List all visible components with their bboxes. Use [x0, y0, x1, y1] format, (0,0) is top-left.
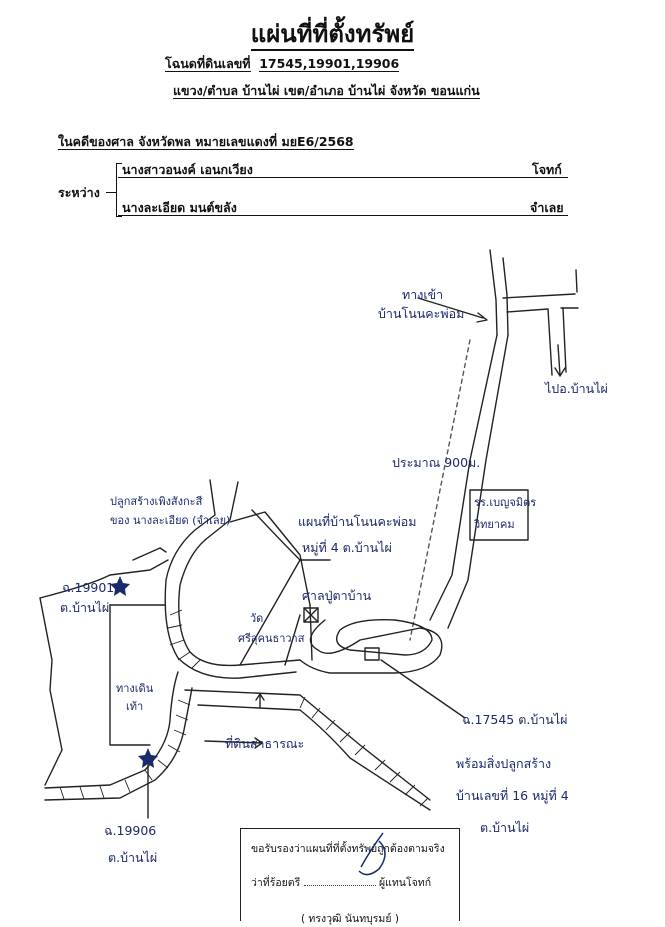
certification-line-1: ขอรับรองว่าแผนที่ที่ตั้งทรัพย์ถูกต้องตาม… [251, 843, 445, 855]
deed-17545-label-1: ฉ.17545 ต.บ้านไผ่ [462, 712, 567, 727]
plaintiff-role: โจทก์ [532, 162, 562, 177]
note-hut-2: ของ นางละเอียด (จำเลย) [110, 514, 230, 527]
school-name-1: รร.เบญจมิตร [474, 496, 536, 509]
public-land-label: ที่ดินสาธารณะ [225, 735, 304, 751]
note-village-1: แผนที่บ้านโนนคะพ่อม [298, 513, 417, 529]
road-hatching [59, 609, 429, 807]
page-title: แผ่นที่ที่ตั้งทรัพย์ [0, 14, 665, 53]
deed-17545-label-2: พร้อมสิ่งปลูกสร้าง [456, 755, 551, 772]
signer-role: ผู้แทนโจทก์ [378, 877, 432, 889]
plaintiff-name: นางสาวอนงค์ เอนกเวียง [122, 162, 253, 177]
deed-19906-label-1: ฉ.19906 [104, 823, 156, 838]
star-markers [110, 576, 158, 768]
deed-19901-label-2: ต.บ้านไผ่ [60, 600, 109, 615]
deed-17545-label-3: บ้านเลขที่ 16 หมู่ที่ 4 [456, 787, 569, 804]
walkway-label-2: เท้า [126, 700, 143, 713]
note-village-2: หมู่ที่ 4 ต.บ้านไผ่ [302, 539, 392, 556]
signature [303, 875, 376, 886]
signer-title: ว่าที่ร้อยตรี [251, 877, 301, 889]
plaintiff-underline [118, 177, 568, 178]
note-to-banphai: ไปอ.บ้านไผ่ [544, 381, 608, 396]
shrine-label: ศาลปู่ตาบ้าน [302, 588, 372, 604]
note-hut-1: ปลูกสร้างเพิงสังกะสี [110, 495, 203, 508]
case-line: ในคดีของศาล จังหวัดพล หมายเลขแดงที่ มยE6… [58, 134, 354, 150]
defendant-underline [118, 215, 568, 216]
bracket-tick [106, 192, 116, 193]
deed-label: โฉนดที่ดินเลขที่ [165, 56, 251, 72]
deed-numbers: 17545,19901,19906 [259, 56, 400, 72]
bracket-line [116, 163, 117, 216]
school-name-2: วิทยาคม [473, 518, 514, 531]
location-line: แขวง/ตำบล บ้านไผ่ เขต/อำเภอ บ้านไผ่ จังห… [173, 83, 480, 99]
defendant-role: จำเลย [530, 200, 564, 215]
deed-19901-label-1: ฉ.19901 [62, 580, 114, 595]
deed-17545-label-4: ต.บ้านไผ่ [480, 820, 529, 835]
note-intersection-2: บ้านโนนคะพ่อม [378, 306, 464, 321]
bracket-top [116, 163, 122, 164]
note-intersection-1: ทางเข้า [402, 287, 443, 302]
certification-box: ขอรับรองว่าแผนที่ที่ตั้งทรัพย์ถูกต้องตาม… [240, 828, 460, 925]
temple-label-2: ศรีสุคนธาวาส [238, 632, 305, 645]
walkway-label-1: ทางเดิน [116, 682, 154, 695]
temple-label-1: วัด [250, 612, 263, 625]
between-label: ระหว่าง [58, 185, 100, 200]
bracket-bottom [116, 216, 122, 217]
deed-line: โฉนดที่ดินเลขที่ 17545,19901,19906 [165, 54, 400, 74]
certification-line-2: ว่าที่ร้อยตรี ผู้แทนโจทก์ [251, 874, 431, 891]
note-distance: ประมาณ 900ม. [392, 455, 480, 470]
defendant-name: นางละเอียด มนต์ขลัง [122, 200, 237, 215]
deed-19906-label-2: ต.บ้านไผ่ [108, 850, 157, 865]
signature-scribble [358, 832, 386, 876]
